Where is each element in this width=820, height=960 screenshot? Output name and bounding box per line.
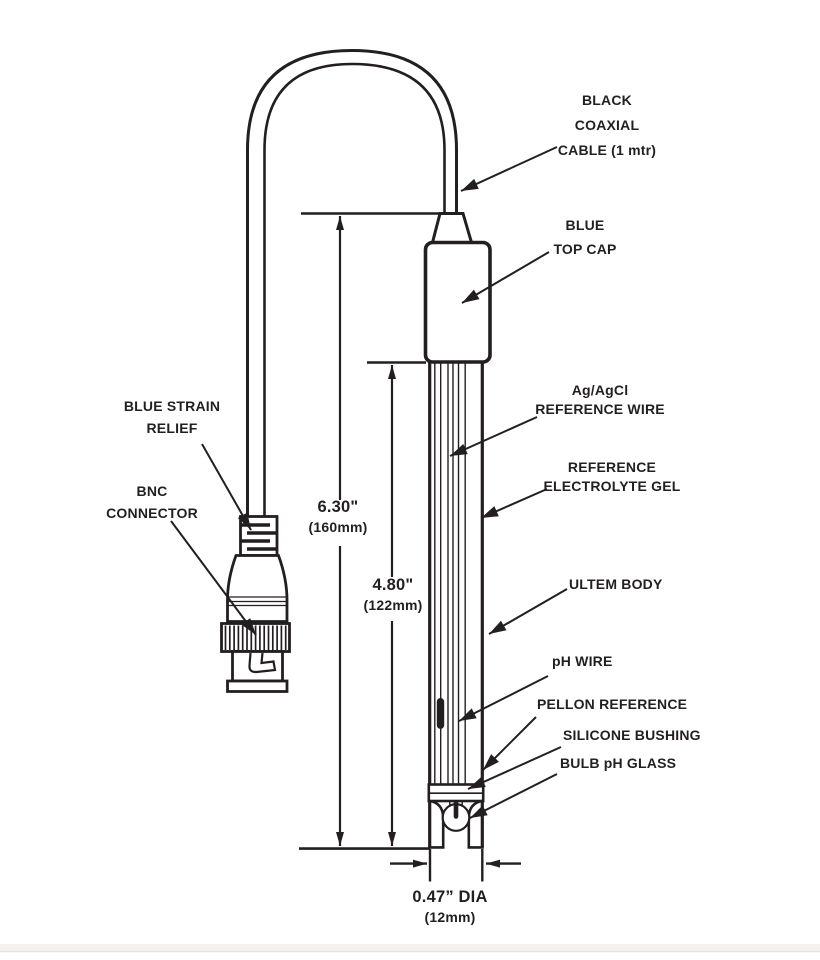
probe-body: [428, 362, 484, 847]
silicone-bushing: [427, 783, 485, 803]
leader-silicone-bushing: [467, 746, 562, 790]
label-coaxial-cable: BLACK COAXIAL CABLE (1 mtr): [557, 92, 657, 158]
coaxial-cable: [246, 48, 458, 517]
connector-tapered-body: [226, 554, 289, 623]
leader-top-cap: [461, 251, 550, 304]
bayonet-section: [231, 650, 284, 683]
knurled-nut: [220, 622, 291, 653]
leader-ph-wire: [458, 675, 549, 722]
label-reference-wire: Ag/AgCl REFERENCE WIRE: [535, 382, 665, 417]
label-bnc-connector: BNC CONNECTOR: [106, 483, 198, 521]
label-ultem-body: ULTEM BODY: [569, 576, 663, 592]
label-top-cap: BLUE TOP CAP: [553, 217, 617, 257]
leader-cable: [460, 146, 558, 192]
dimension-label-diameter: 0.47” DIA (12mm): [412, 888, 488, 925]
label-bulb-ph-glass: BULB pH GLASS: [560, 755, 677, 771]
dimension-label-body-length: 4.80" (122mm): [363, 576, 423, 613]
leader-strain-relief: [201, 443, 252, 531]
page-edge-shadow: [0, 944, 820, 953]
leader-reference-wire: [449, 416, 538, 457]
leader-bulb-ph-glass: [469, 773, 558, 819]
cap-strain-relief: [430, 212, 474, 244]
leader-ultem-body: [488, 588, 568, 635]
label-ph-wire: pH WIRE: [552, 653, 613, 669]
label-electrolyte-gel: REFERENCE ELECTROLYTE GEL: [543, 459, 681, 494]
leader-bnc-connector: [170, 520, 257, 636]
top-cap: [423, 240, 492, 364]
connector-ring-lines: [228, 596, 287, 607]
reference-wire-element: [436, 698, 445, 729]
label-strain-relief: BLUE STRAIN RELIEF: [123, 398, 221, 436]
extension-lines: [299, 212, 484, 882]
leader-pellon-reference: [482, 716, 537, 771]
leader-electrolyte-gel: [480, 488, 548, 519]
leader-lines: [170, 146, 568, 819]
dimension-label-overall-length: 6.30" (160mm): [308, 498, 368, 535]
probe-tip: [428, 799, 484, 849]
label-pellon-reference: PELLON REFERENCE: [537, 696, 688, 712]
label-silicone-bushing: SILICONE BUSHING: [563, 727, 701, 743]
connector-end-band: [226, 679, 289, 693]
